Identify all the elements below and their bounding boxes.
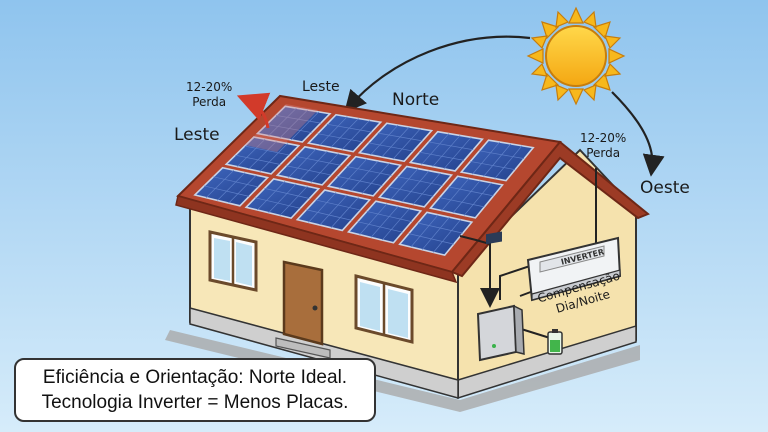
loss-label-right: 12-20% Perda bbox=[580, 131, 627, 160]
panel-cell-line bbox=[419, 151, 465, 161]
panel-cell-line bbox=[470, 161, 516, 170]
panel-cell-line bbox=[268, 183, 297, 213]
front-door bbox=[275, 260, 331, 359]
panel-cell-line bbox=[433, 219, 461, 253]
panel-cell-line bbox=[310, 153, 339, 183]
panel-cell-line bbox=[441, 178, 470, 211]
panel-cell-line bbox=[377, 132, 423, 142]
panel-cell-line bbox=[483, 143, 512, 177]
panel-cell-line bbox=[390, 168, 419, 200]
panel-cell-line bbox=[421, 217, 450, 250]
panel-cell-line bbox=[417, 222, 463, 234]
window-left bbox=[208, 230, 258, 292]
panel-cell-line bbox=[366, 211, 412, 222]
panel-cell-line bbox=[368, 142, 414, 152]
panel-cell-line bbox=[339, 158, 368, 189]
sun-path-east-label: Leste bbox=[302, 79, 340, 95]
panel-cell-line bbox=[299, 150, 328, 181]
panel-cell-line bbox=[205, 169, 235, 198]
panel-cell-line bbox=[275, 114, 321, 124]
panel-cell-line bbox=[370, 124, 399, 156]
east-roof-label: Leste bbox=[174, 125, 220, 145]
panel-cell-line bbox=[244, 145, 290, 156]
panel-cell-line bbox=[204, 185, 250, 197]
panel-cell-line bbox=[479, 150, 525, 159]
panel-cell-line bbox=[448, 186, 494, 197]
sun-icon bbox=[526, 6, 626, 106]
panel-cell-line bbox=[286, 165, 332, 176]
panel-cell-line bbox=[279, 186, 308, 216]
panel-cell-line bbox=[213, 176, 259, 188]
panel-cell-line bbox=[237, 138, 266, 167]
panel-cell-line bbox=[248, 141, 277, 170]
panel-cell-line bbox=[330, 197, 359, 228]
panel-cell-line bbox=[217, 172, 246, 201]
panel-cell-line bbox=[412, 172, 441, 205]
panel-cell-line bbox=[388, 186, 434, 197]
panel-cell-line bbox=[421, 133, 450, 165]
panel-cell-line bbox=[401, 170, 430, 203]
panel-cell-line bbox=[228, 174, 257, 204]
panel-cell-line bbox=[326, 123, 372, 133]
west-label: Oeste bbox=[640, 178, 690, 198]
caption-line-2: Tecnologia Inverter = Menos Placas. bbox=[41, 392, 349, 413]
panel-cell-line bbox=[319, 194, 348, 226]
panel-cell-line bbox=[439, 197, 485, 208]
window-right bbox=[354, 274, 414, 344]
panel-cell-line bbox=[319, 116, 348, 146]
panel-cell-line bbox=[452, 180, 481, 214]
ground bbox=[165, 330, 640, 412]
panel-cell-line bbox=[463, 182, 492, 216]
loss-arrow bbox=[236, 92, 271, 129]
panel-cell-line bbox=[290, 111, 320, 141]
panel-cell-line bbox=[268, 107, 297, 136]
panel-cell-line bbox=[306, 209, 352, 221]
sun-path-east-arrow bbox=[344, 35, 531, 113]
solar-panel-array bbox=[193, 105, 535, 257]
solar-inverter-icon bbox=[476, 231, 525, 362]
caption-line-1: Eficiência e Orientação: Norte Ideal. bbox=[42, 367, 348, 388]
panel-cell-line bbox=[370, 205, 399, 238]
panel-cell-line bbox=[288, 148, 317, 178]
panel-cell-line bbox=[494, 145, 523, 179]
panel-cell-line bbox=[381, 126, 410, 158]
panel-cell-line bbox=[408, 233, 454, 245]
loss-label-top: 12-20% Perda bbox=[186, 80, 233, 109]
panel-cell-line bbox=[357, 221, 403, 233]
caption-box: Eficiência e Orientação: Norte Ideal. Te… bbox=[14, 358, 376, 422]
panel-cell-line bbox=[257, 181, 286, 211]
north-label: Norte bbox=[392, 90, 440, 110]
panel-cell-line bbox=[264, 188, 310, 199]
panel-cell-line bbox=[317, 133, 363, 143]
inverter-air-conditioner-icon bbox=[526, 236, 622, 302]
panel-cell-line bbox=[235, 154, 281, 165]
panel-cell-line bbox=[315, 199, 361, 211]
panel-cell-line bbox=[381, 208, 410, 241]
panel-cell-line bbox=[361, 162, 390, 194]
panel-cell-line bbox=[255, 197, 301, 209]
sun-path-west-arrow bbox=[611, 91, 665, 177]
panel-cell-line bbox=[350, 160, 379, 192]
panel-cell-line bbox=[330, 118, 359, 148]
panel-cell-line bbox=[279, 109, 308, 138]
panel-cell-line bbox=[266, 124, 312, 133]
panel-cell-line bbox=[337, 176, 383, 187]
panel-cell-line bbox=[432, 135, 461, 167]
panel-cell-line bbox=[392, 128, 421, 160]
battery-icon bbox=[547, 329, 563, 355]
panel-cell-line bbox=[308, 192, 337, 223]
panel-cell-line bbox=[295, 155, 341, 166]
panel-cell-line bbox=[259, 143, 288, 172]
panel-cell-line bbox=[410, 214, 439, 248]
panel-cell-line bbox=[443, 137, 472, 170]
panel-cell-line bbox=[472, 141, 500, 175]
panel-cell-line bbox=[397, 176, 443, 187]
panel-cell-line bbox=[428, 141, 474, 151]
panel-cell-line bbox=[346, 166, 392, 176]
loss-shade-overlay bbox=[245, 104, 318, 152]
panel-cell-line bbox=[341, 120, 370, 150]
panel-cell-line bbox=[359, 203, 388, 235]
